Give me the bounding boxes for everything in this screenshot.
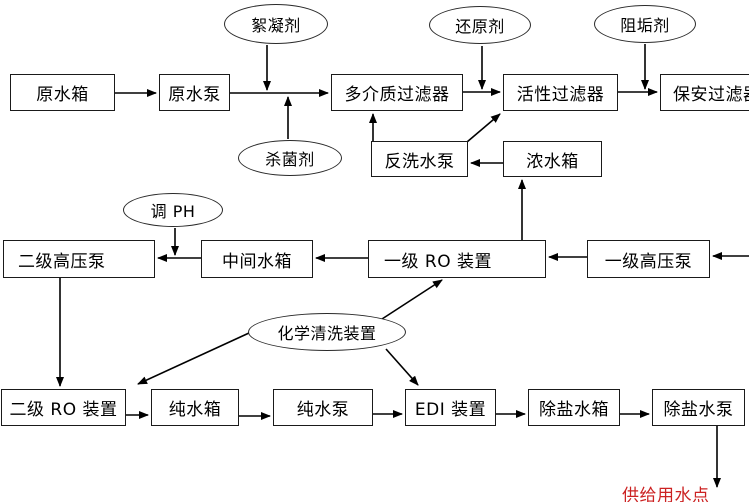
node-ph-adjust: 调 PH xyxy=(123,193,223,227)
arrow-chem-clean-to-stage2-ro xyxy=(137,332,250,385)
node-stage2-hp-pump: 二级高压泵 xyxy=(3,240,155,278)
supply-point-label: 供给用水点 xyxy=(622,486,710,502)
node-reducing-agent: 还原剂 xyxy=(429,6,531,44)
node-pure-water-pump: 纯水泵 xyxy=(273,389,373,426)
node-flocculant: 絮凝剂 xyxy=(224,4,328,44)
node-activated-filter: 活性过滤器 xyxy=(503,74,618,111)
node-pure-water-tank: 纯水箱 xyxy=(151,389,239,426)
node-raw-water-tank: 原水箱 xyxy=(10,74,115,111)
node-security-filter: 保安过滤器 xyxy=(660,74,749,111)
node-demin-water-pump: 除盐水泵 xyxy=(652,389,745,426)
node-chemical-cleaning: 化学清洗装置 xyxy=(248,313,406,351)
node-edi-unit: EDI 装置 xyxy=(405,389,496,426)
arrow-backwash-pump-to-activated-filter xyxy=(466,113,501,143)
node-demin-water-tank: 除盐水箱 xyxy=(528,389,620,426)
node-biocide: 杀菌剂 xyxy=(238,140,342,176)
node-multimedia-filter: 多介质过滤器 xyxy=(331,74,463,111)
node-backwash-pump: 反洗水泵 xyxy=(371,141,468,177)
node-stage2-ro-unit: 二级 RO 装置 xyxy=(1,389,126,426)
node-intermediate-tank: 中间水箱 xyxy=(201,240,313,278)
node-raw-water-pump: 原水泵 xyxy=(159,74,230,111)
arrow-chem-clean-to-edi xyxy=(385,348,419,386)
node-stage1-ro-unit: 一级 RO 装置 xyxy=(368,240,546,278)
node-concentrate-tank: 浓水箱 xyxy=(503,141,602,177)
node-stage1-hp-pump: 一级高压泵 xyxy=(587,240,710,278)
arrow-chem-clean-to-stage1-ro xyxy=(381,279,443,320)
node-antiscalant: 阻垢剂 xyxy=(594,5,696,43)
